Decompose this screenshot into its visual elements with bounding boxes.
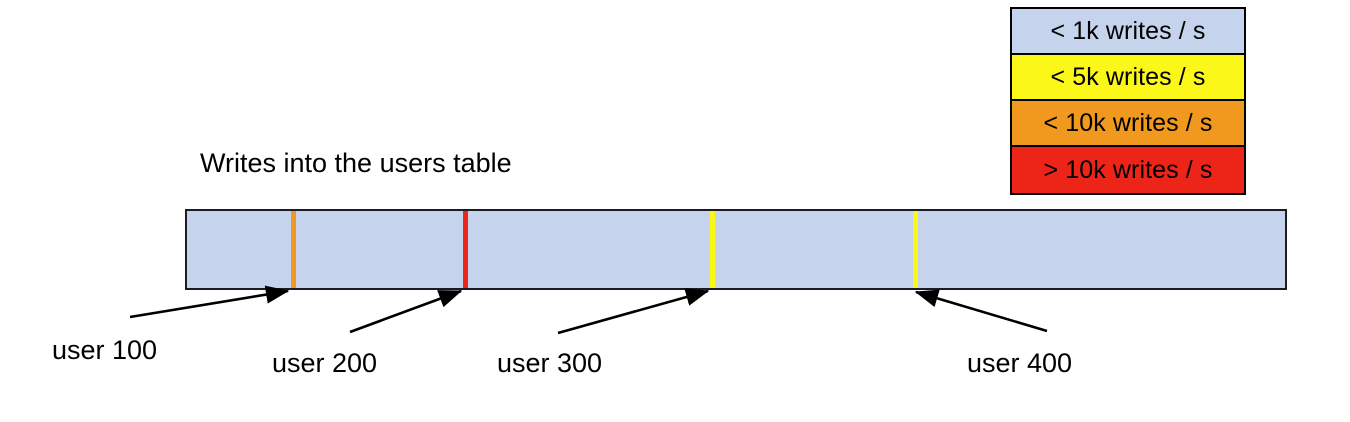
callout-label-user-100: user 100 — [52, 335, 158, 365]
arrow-user-200 — [349, 289, 463, 334]
legend-label-over-10k: > 10k writes / s — [1043, 155, 1213, 184]
legend-row-under-10k: < 10k writes / s — [1012, 101, 1244, 147]
bar-marker-user-400 — [913, 211, 918, 288]
bar-marker-user-300 — [710, 211, 715, 288]
legend-row-under-1k: < 1k writes / s — [1012, 9, 1244, 55]
write-rate-legend: < 1k writes / s < 5k writes / s < 10k wr… — [1010, 7, 1246, 195]
legend-label-under-1k: < 1k writes / s — [1050, 16, 1206, 45]
arrow-user-300 — [557, 288, 710, 335]
arrow-user-100 — [129, 285, 290, 319]
legend-row-over-10k: > 10k writes / s — [1012, 147, 1244, 193]
legend-row-under-5k: < 5k writes / s — [1012, 55, 1244, 101]
callout-label-user-400: user 400 — [967, 348, 1073, 378]
callout-label-user-300: user 300 — [497, 348, 603, 378]
bar-marker-user-100 — [291, 211, 296, 288]
arrow-user-400 — [914, 289, 1048, 333]
bar-base-fill — [187, 211, 1285, 288]
users-table-bar — [185, 209, 1287, 290]
chart-title: Writes into the users table — [200, 148, 512, 178]
legend-label-under-5k: < 5k writes / s — [1050, 62, 1206, 91]
callout-label-user-200: user 200 — [272, 348, 378, 378]
legend-label-under-10k: < 10k writes / s — [1043, 108, 1213, 137]
bar-marker-user-200 — [463, 211, 468, 288]
